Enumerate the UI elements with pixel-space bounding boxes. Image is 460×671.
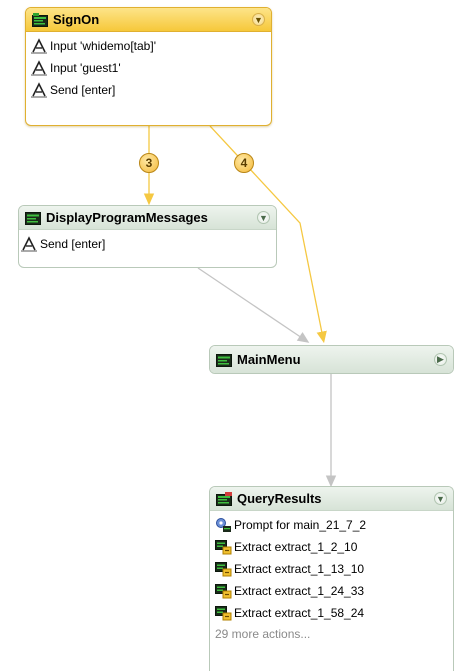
node-signon-title: SignOn xyxy=(53,12,100,27)
chevron-down-icon[interactable]: ▼ xyxy=(434,492,447,505)
action-row[interactable]: Input 'guest1' xyxy=(26,57,271,79)
action-row[interactable]: Extract extract_1_13_10 xyxy=(210,558,453,580)
node-dpm-title: DisplayProgramMessages xyxy=(46,210,208,225)
action-row[interactable]: Send [enter] xyxy=(26,79,271,101)
action-row[interactable]: Input 'whidemo[tab]' xyxy=(26,35,271,57)
node-dpm-actions: Send [enter] xyxy=(19,230,276,257)
text-input-icon xyxy=(31,60,48,76)
node-main-menu[interactable]: MainMenu ▶ xyxy=(209,345,454,374)
action-label: Extract extract_1_2_10 xyxy=(234,540,358,554)
screen-icon xyxy=(32,12,48,27)
node-signon-actions: Input 'whidemo[tab]' Input 'guest1' Send… xyxy=(26,32,271,103)
node-display-program-messages[interactable]: DisplayProgramMessages ▼ Send [enter] xyxy=(18,205,277,268)
edge-dpm-to-mainmenu[interactable] xyxy=(197,267,310,343)
action-label: Send [enter] xyxy=(40,237,106,251)
action-row[interactable]: Extract extract_1_24_33 xyxy=(210,580,453,602)
edge-badge-4[interactable]: 4 xyxy=(234,153,254,173)
node-query-results[interactable]: QueryResults ▼ Prompt for main_21_7_2 Ex… xyxy=(209,486,454,671)
action-label: Input 'guest1' xyxy=(50,61,121,75)
edge-badge-3[interactable]: 3 xyxy=(139,153,159,173)
action-row[interactable]: Send [enter] xyxy=(19,233,276,255)
screen-icon xyxy=(216,491,232,506)
extract-icon xyxy=(215,583,232,599)
extract-icon xyxy=(215,539,232,555)
node-queryresults-title: QueryResults xyxy=(237,491,322,506)
text-input-icon xyxy=(31,38,48,54)
text-input-icon xyxy=(31,82,48,98)
more-actions-link[interactable]: 29 more actions... xyxy=(215,627,311,641)
screen-icon xyxy=(216,353,232,367)
text-input-icon xyxy=(21,236,38,252)
action-label: Send [enter] xyxy=(50,83,116,97)
node-mainmenu-title: MainMenu xyxy=(237,352,301,367)
chevron-down-icon[interactable]: ▼ xyxy=(257,211,270,224)
node-mainmenu-header[interactable]: MainMenu ▶ xyxy=(210,346,453,373)
action-label: Input 'whidemo[tab]' xyxy=(50,39,156,53)
node-signon-header[interactable]: SignOn ▼ xyxy=(26,8,271,32)
node-queryresults-actions: Prompt for main_21_7_2 Extract extract_1… xyxy=(210,511,453,646)
action-row[interactable]: Extract extract_1_58_24 xyxy=(210,602,453,624)
node-queryresults-header[interactable]: QueryResults ▼ xyxy=(210,487,453,511)
node-signon[interactable]: SignOn ▼ Input 'whidemo[tab]' Input 'gue… xyxy=(25,7,272,126)
screen-icon xyxy=(25,211,41,225)
chevron-down-icon[interactable]: ▼ xyxy=(252,13,265,26)
action-label: Prompt for main_21_7_2 xyxy=(234,518,367,532)
chevron-right-icon[interactable]: ▶ xyxy=(434,353,447,366)
extract-icon xyxy=(215,605,232,621)
node-dpm-header[interactable]: DisplayProgramMessages ▼ xyxy=(19,206,276,230)
action-row[interactable]: Extract extract_1_2_10 xyxy=(210,536,453,558)
prompt-icon xyxy=(215,517,232,533)
extract-icon xyxy=(215,561,232,577)
action-label: Extract extract_1_58_24 xyxy=(234,606,365,620)
action-label: Extract extract_1_24_33 xyxy=(234,584,365,598)
action-row[interactable]: Prompt for main_21_7_2 xyxy=(210,514,453,536)
action-label: Extract extract_1_13_10 xyxy=(234,562,365,576)
